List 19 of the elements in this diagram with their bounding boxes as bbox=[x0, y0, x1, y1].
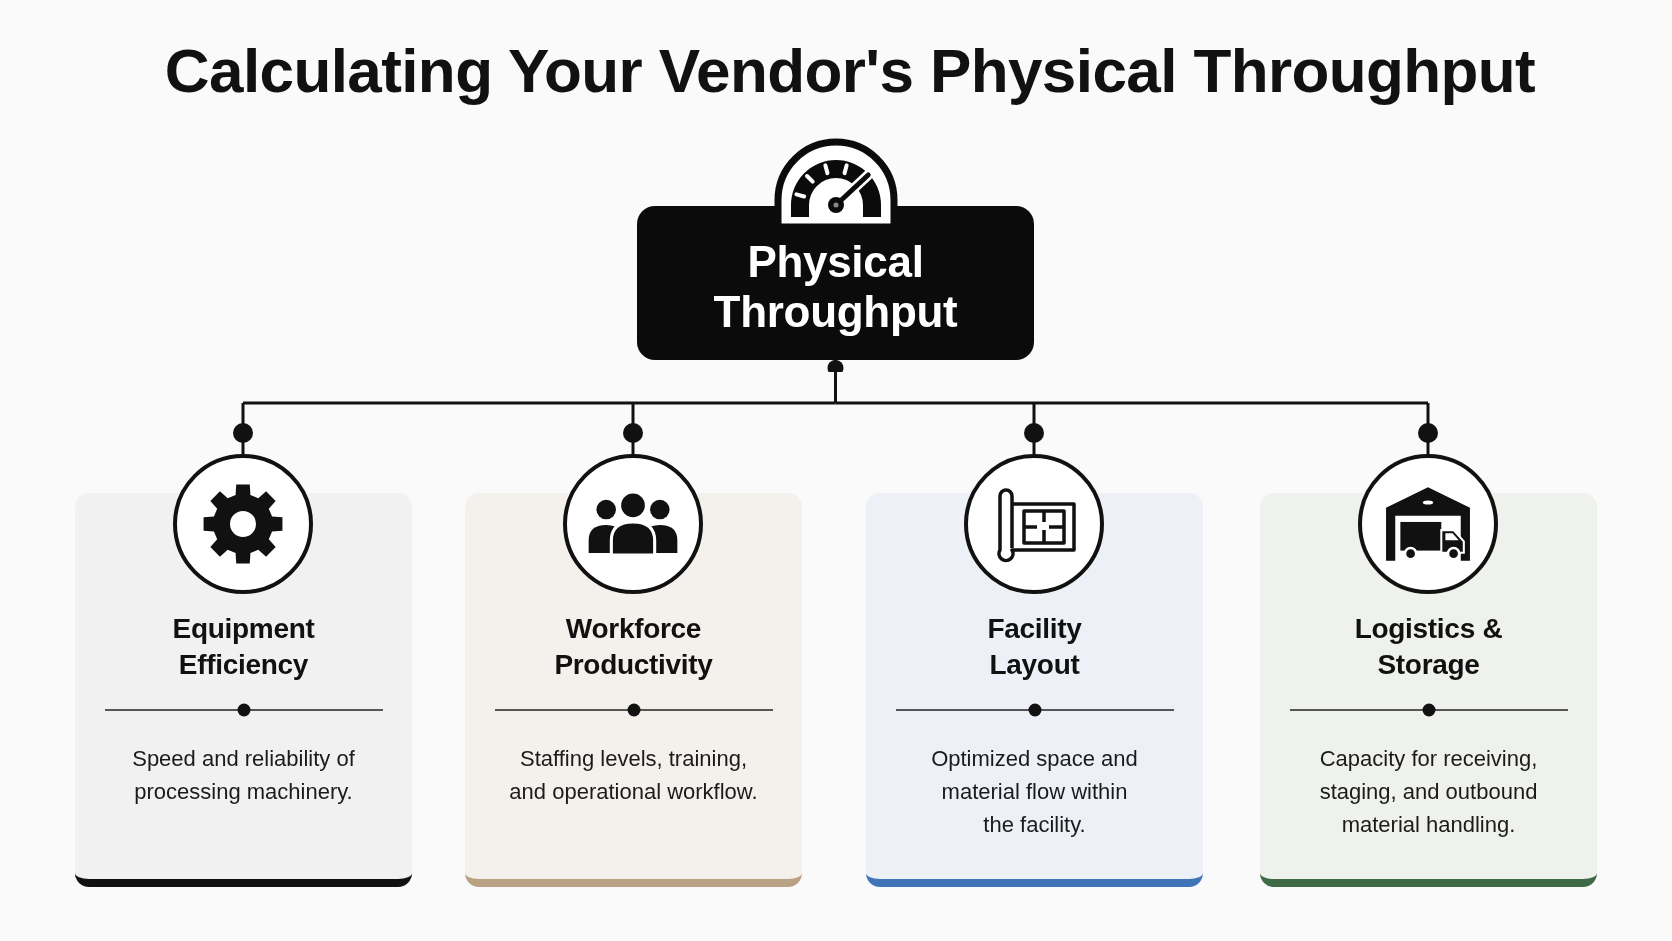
connector-line bbox=[233, 403, 253, 454]
card-heading: Facility Layout bbox=[987, 613, 1082, 680]
card-heading: Equipment Efficiency bbox=[172, 613, 315, 680]
card-description: Staffing levels, training, and operational workflow. bbox=[509, 746, 758, 804]
connector-line bbox=[835, 401, 1034, 405]
connector-line bbox=[633, 401, 836, 405]
card-heading: Workforce Productivity bbox=[554, 613, 713, 680]
page-title: Calculating Your Vendor's Physical Throughput bbox=[164, 35, 1536, 107]
connector-line bbox=[1418, 403, 1438, 454]
connector-line bbox=[243, 401, 633, 405]
card-description: Speed and reliability of processing machinery. bbox=[132, 746, 355, 804]
connector-line bbox=[1024, 403, 1044, 454]
connector-line bbox=[1034, 401, 1428, 405]
connector-line bbox=[623, 403, 643, 454]
heading-text: Physical Throughput bbox=[713, 237, 958, 336]
card-heading: Logistics & Storage bbox=[1354, 613, 1503, 680]
card-description: Capacity for receiving, staging, and outbound material handling. bbox=[1319, 746, 1538, 837]
card-description: Optimized space and material flow within the facility. bbox=[931, 746, 1138, 837]
connector-line bbox=[827, 360, 844, 403]
